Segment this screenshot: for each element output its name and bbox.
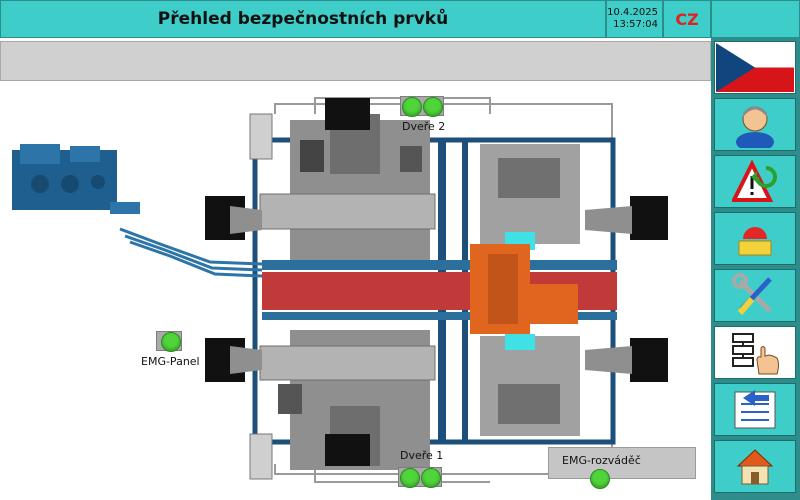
service-tools-button[interactable] [714, 269, 796, 322]
side-clamps [205, 98, 668, 466]
header-blank-panel [711, 0, 800, 38]
emg-panel-label: EMG-Panel [141, 355, 200, 368]
sidebar [711, 38, 800, 500]
emg-cabinet-panel [548, 447, 696, 479]
door1-indicator-2 [421, 468, 441, 488]
back-list-icon [734, 389, 776, 428]
czech-flag-icon [716, 43, 794, 92]
door1-label: Dveře 1 [400, 449, 444, 462]
hot-zone [470, 244, 578, 334]
door2-label: Dveře 2 [402, 120, 446, 133]
feeder-unit [12, 144, 140, 214]
diagram-manual-button[interactable] [714, 326, 796, 379]
beacon-button[interactable] [714, 212, 796, 265]
emg-panel-indicator [161, 332, 181, 352]
station-upper-left [249, 113, 436, 260]
page-title: Přehled bezpečnostních prvků [0, 0, 606, 38]
emg-cabinet-label: EMG-rozváděč [562, 454, 641, 467]
emg-cabinet-indicator [590, 469, 610, 489]
feed-rails [119, 227, 263, 278]
machine-overview [12, 97, 668, 483]
station-upper-right [480, 144, 580, 250]
language-flag-button[interactable] [714, 41, 796, 94]
diagram-hand-icon [732, 332, 779, 374]
alarms-button[interactable] [714, 155, 796, 208]
door1-indicator-1 [400, 468, 420, 488]
time-text: 13:57:04 [613, 19, 658, 30]
beacon-light-icon [738, 226, 772, 255]
language-button[interactable]: CZ [663, 0, 711, 38]
tools-icon [732, 272, 772, 315]
date-text: 10.4.2025 [607, 7, 658, 18]
door2-indicator-1 [402, 97, 422, 117]
home-icon [736, 448, 774, 484]
door2-indicator-2 [423, 97, 443, 117]
message-bar [0, 41, 711, 81]
station-lower-right [480, 334, 580, 436]
back-button[interactable] [714, 383, 796, 436]
user-button[interactable] [714, 98, 796, 151]
datetime-display: 10.4.2025 13:57:04 [606, 0, 663, 38]
home-button[interactable] [714, 440, 796, 493]
alarm-warning-icon [732, 159, 777, 202]
user-icon [736, 106, 774, 148]
